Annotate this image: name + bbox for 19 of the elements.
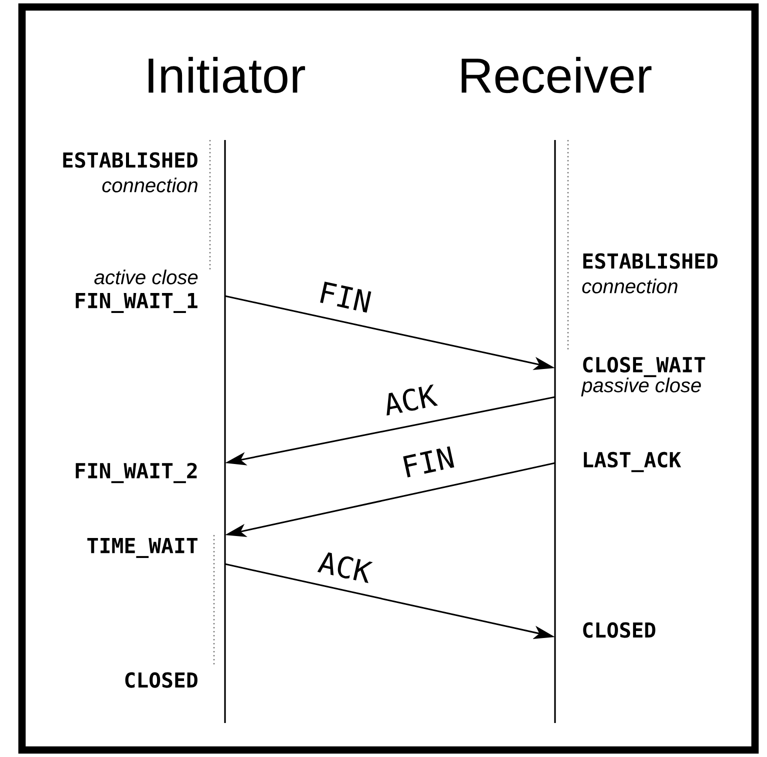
note-label: connection [582,278,678,294]
state-label: CLOSED [583,622,656,638]
state-label: FIN_WAIT_2 [76,462,197,484]
state-label: LAST_ACK [584,452,682,472]
state-label: CLOSED [125,672,198,688]
participant-heading: Initiator [148,56,306,94]
participant-heading: Receiver [462,56,652,94]
state-label: ESTABLISHED [583,253,718,269]
edge-label: FIN [403,446,454,478]
note-label: connection [102,178,198,192]
state-label: ESTABLISHED [63,152,198,168]
edge-label: ACK [386,384,438,416]
state-label: FIN_WAIT_1 [76,293,198,313]
state-label: TIME_WAIT [87,538,198,558]
note-label: active close [94,270,198,284]
note-label: passive close [581,378,701,396]
edge-label: FIN [320,282,372,313]
state-label: CLOSE_WAIT [583,356,706,378]
edge-label: ACK [317,552,373,584]
